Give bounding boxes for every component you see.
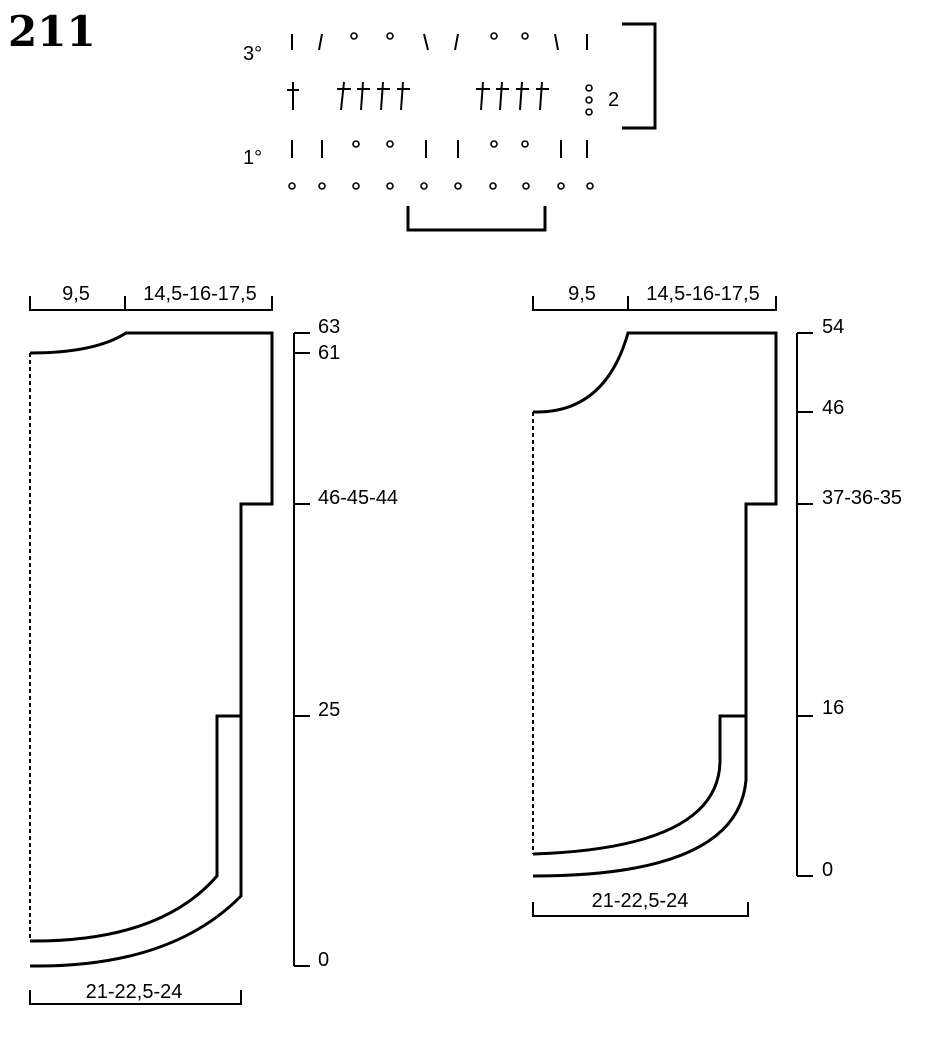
right-top-bracket	[532, 296, 777, 311]
chart-foundation-chain	[288, 182, 594, 190]
chart-row-3-label: 3°	[243, 43, 262, 65]
right-height-label: 54	[822, 316, 844, 338]
right-bottom-bracket	[532, 902, 749, 917]
left-piece-border-inner	[29, 714, 241, 943]
right-piece-border-inner	[532, 714, 746, 856]
left-height-label: 61	[318, 342, 340, 364]
left-bottom-measure: 21-22,5-24	[86, 981, 183, 1003]
left-top-bracket	[29, 296, 273, 311]
pattern-number: 211	[8, 7, 96, 56]
chart-row-2-label: 2	[608, 89, 619, 111]
chart-row-1	[291, 140, 588, 158]
left-bottom-bracket	[29, 990, 242, 1005]
chart-row-repeat-bracket	[622, 22, 657, 130]
left-top-measure-a: 9,5	[62, 283, 90, 305]
chart-stitch-repeat-bracket	[406, 206, 547, 232]
chart-row-2	[287, 81, 593, 116]
right-height-label: 46	[822, 397, 844, 419]
right-piece-outline	[532, 331, 778, 878]
left-piece-outline	[29, 331, 274, 968]
right-height-label: 16	[822, 697, 844, 719]
left-height-label: 0	[318, 949, 329, 971]
left-height-label: 25	[318, 699, 340, 721]
right-piece: 9,5 14,5-16-17,5 54 46 37-36-35 16 0 21-…	[532, 283, 902, 917]
left-height-label: 46-45-44	[318, 487, 398, 509]
left-piece: 9,5 14,5-16-17,5 63 61 46-45-44 25 0 21-…	[29, 283, 398, 1005]
right-top-measure-b: 14,5-16-17,5	[646, 283, 759, 305]
chart-row-3	[291, 32, 588, 51]
right-top-measure-a: 9,5	[568, 283, 596, 305]
right-height-label: 37-36-35	[822, 487, 902, 509]
chart-row-1-label: 1°	[243, 147, 262, 169]
left-height-label: 63	[318, 316, 340, 338]
right-bottom-measure: 21-22,5-24	[592, 890, 689, 912]
left-top-measure-b: 14,5-16-17,5	[143, 283, 256, 305]
right-height-label: 0	[822, 859, 833, 881]
stitch-chart: 3° 2 1°	[243, 22, 657, 232]
